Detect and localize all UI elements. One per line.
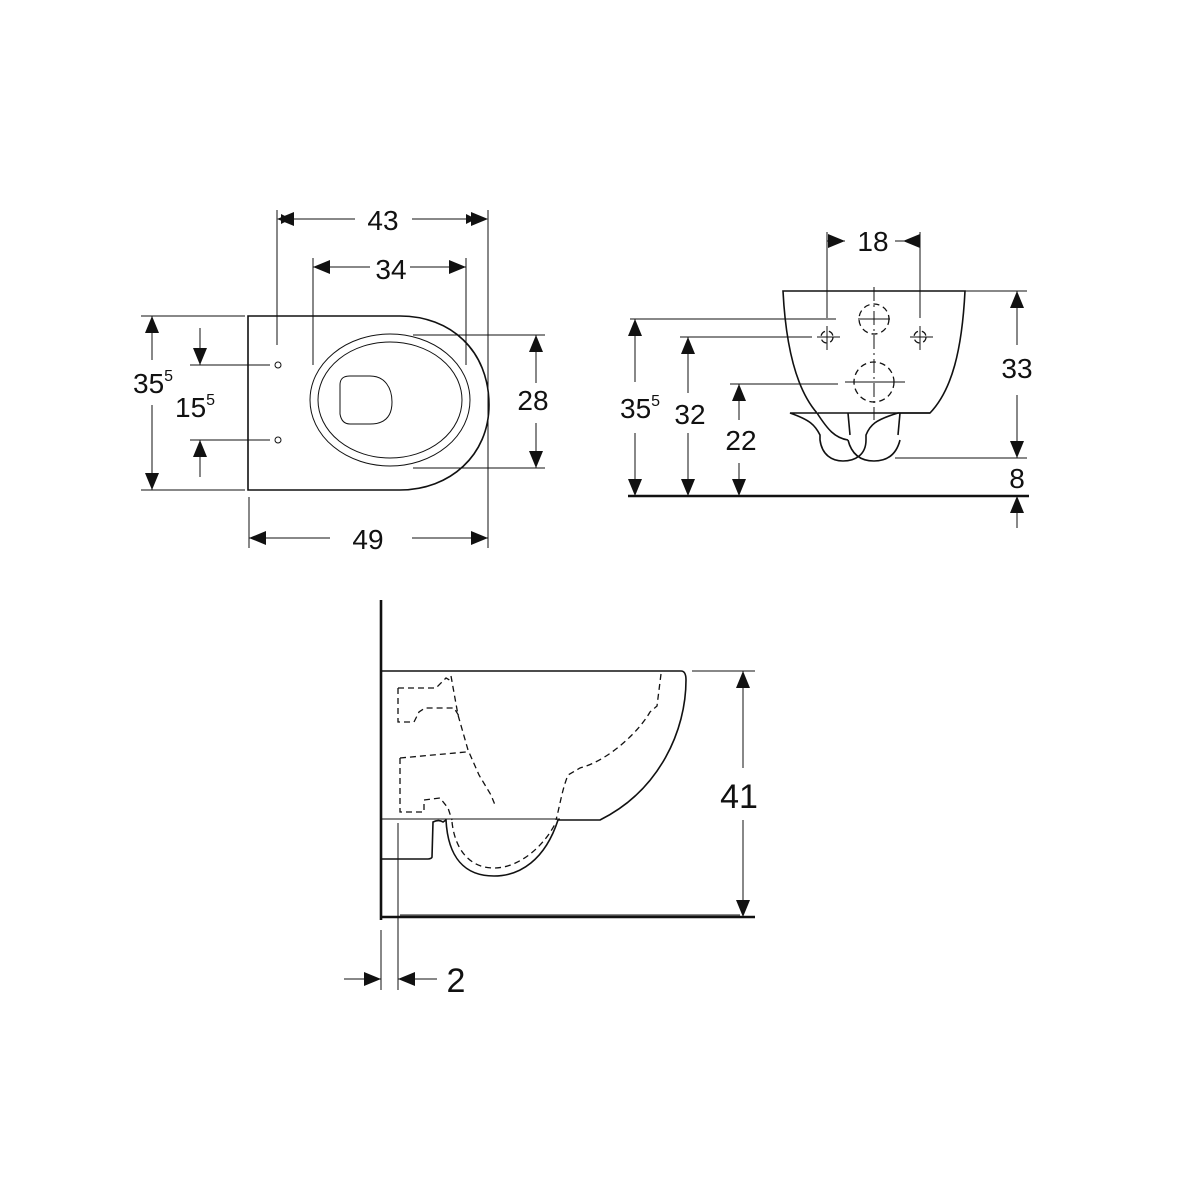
dim-overall-length: 49 <box>352 524 383 555</box>
side-view: 41 2 <box>344 600 758 1000</box>
dim-overall-width: 43 <box>367 205 398 236</box>
dim-bowl-opening: 28 <box>517 385 548 416</box>
fixing-hole-bottom <box>274 436 282 444</box>
wc-outline-front <box>782 290 966 462</box>
dim-front-fixing-spacing: 18 <box>857 226 888 257</box>
dim-wall-gap: 2 <box>447 962 466 1000</box>
dim-top-to-outlet: 33 <box>1001 353 1032 384</box>
fixing-hole-top <box>274 361 282 369</box>
dim-front-overall-height: 355 <box>620 393 660 424</box>
dim-fixing-height: 32 <box>674 399 705 430</box>
wc-outline-side <box>381 670 687 877</box>
dim-overall-height: 41 <box>720 778 758 816</box>
dim-inner-width: 34 <box>375 254 406 285</box>
wc-outline-top <box>247 315 490 491</box>
seat-inner <box>317 341 463 459</box>
dim-outlet-clearance: 8 <box>1009 463 1025 494</box>
front-view: 18 33 8 355 32 22 <box>620 226 1033 528</box>
top-view: 43 34 49 355 155 28 <box>133 205 549 555</box>
dim-outlet-height: 22 <box>725 425 756 456</box>
bowl-opening <box>339 375 393 425</box>
seat-outer <box>309 333 471 467</box>
dim-fixing-spacing-top: 155 <box>175 392 215 423</box>
dim-overall-depth: 355 <box>133 368 173 399</box>
